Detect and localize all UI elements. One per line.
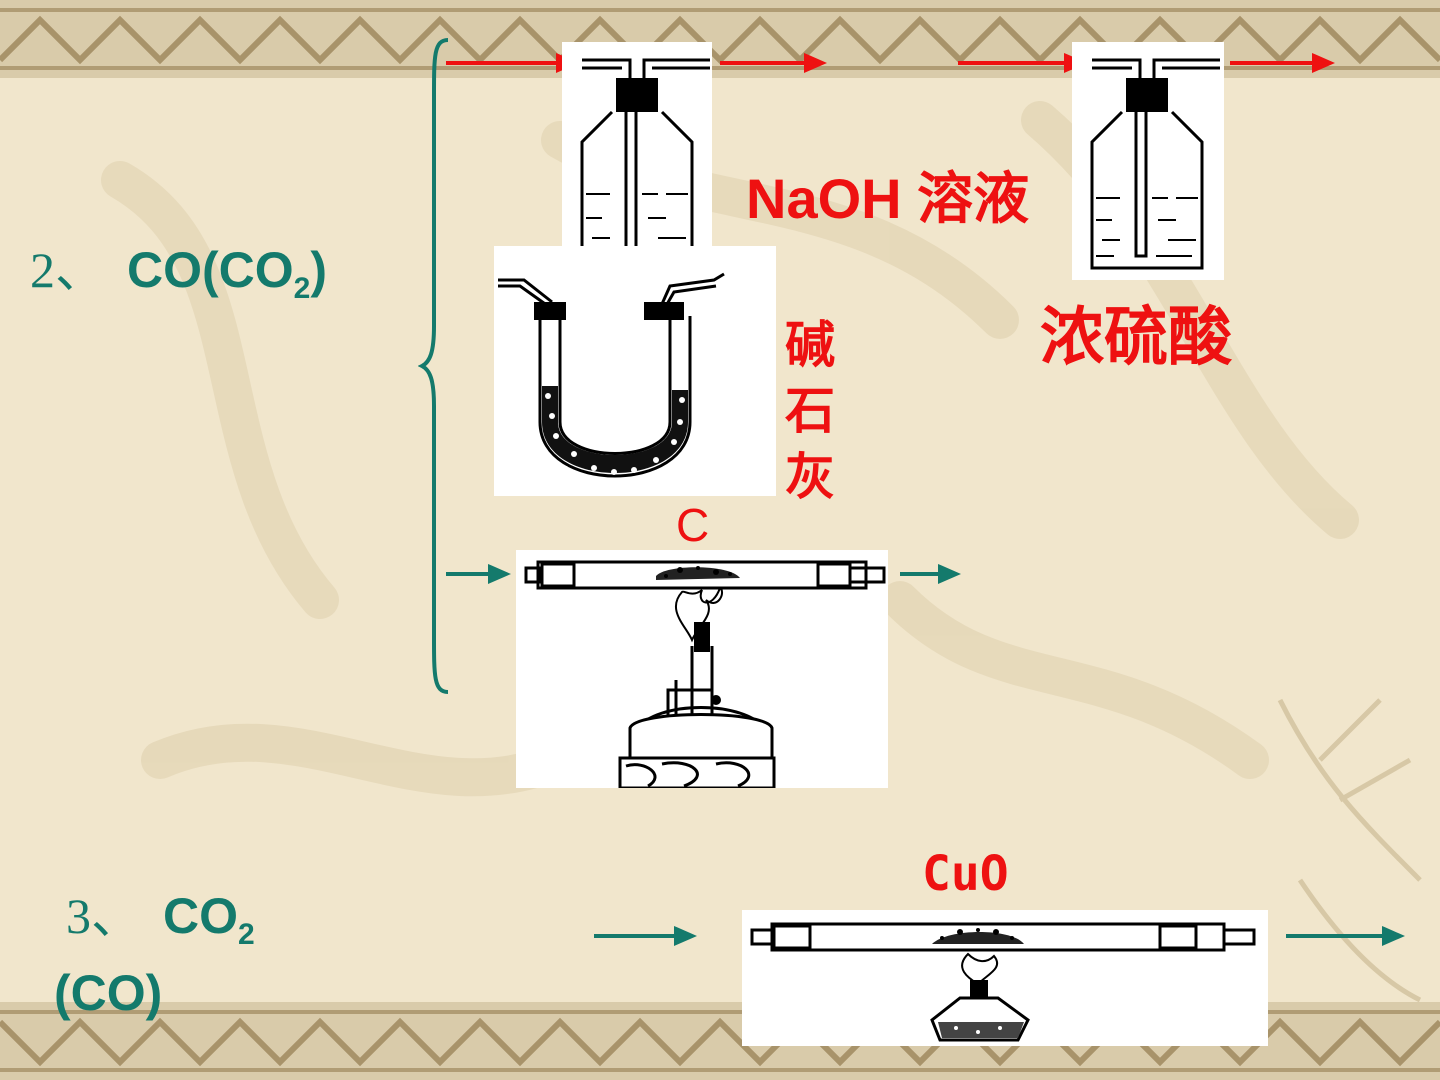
carbon-combustion-apparatus — [516, 550, 888, 790]
cuo-combustion-apparatus — [742, 910, 1268, 1046]
item3-impurity: (CO) — [54, 965, 163, 1021]
u-tube-drying-icon — [498, 272, 725, 484]
cuo-label: CuO — [922, 846, 1009, 902]
alcohol-lamp-icon — [750, 922, 1256, 1042]
item2-label: 2、CO(CO2) — [30, 230, 327, 306]
sulfuric-wash-bottle — [1072, 42, 1224, 280]
item3-separator: 、 — [91, 888, 141, 944]
teal-flow-arrows-carbon — [446, 563, 961, 585]
soda-lime-char-2: 石 — [785, 383, 835, 439]
gas-washing-bottle-icon — [580, 58, 710, 270]
teal-flow-arrows-cuo — [594, 925, 1405, 947]
concentrated-sulfuric-acid-label: 浓硫酸 — [1040, 301, 1232, 373]
left-brace-icon — [418, 38, 449, 694]
soda-lime-char-3: 灰 — [785, 449, 835, 505]
combustion-tube-burner-icon — [524, 560, 886, 790]
item3-formula-subscript: 2 — [238, 918, 255, 951]
item3-formula: CO — [163, 888, 238, 944]
item2-formula-close: ) — [310, 242, 327, 298]
soda-lime-u-tube — [494, 246, 776, 496]
naoh-wash-bottle — [562, 42, 712, 270]
item3-label: 3、 CO2 — [66, 876, 255, 952]
item2-number: 2 — [30, 242, 55, 298]
carbon-label: C — [676, 499, 710, 551]
item2-formula-subscript: 2 — [293, 272, 311, 305]
soda-lime-label: 碱 石 灰 — [780, 312, 840, 510]
item3-number: 3 — [66, 888, 91, 944]
item2-formula: CO(CO — [127, 242, 294, 298]
gas-washing-bottle-icon — [1090, 58, 1220, 270]
item2-separator: 、 — [55, 242, 105, 298]
naoh-solution-label: NaOH 溶液 — [746, 167, 1030, 230]
soda-lime-char-1: 碱 — [785, 317, 835, 373]
